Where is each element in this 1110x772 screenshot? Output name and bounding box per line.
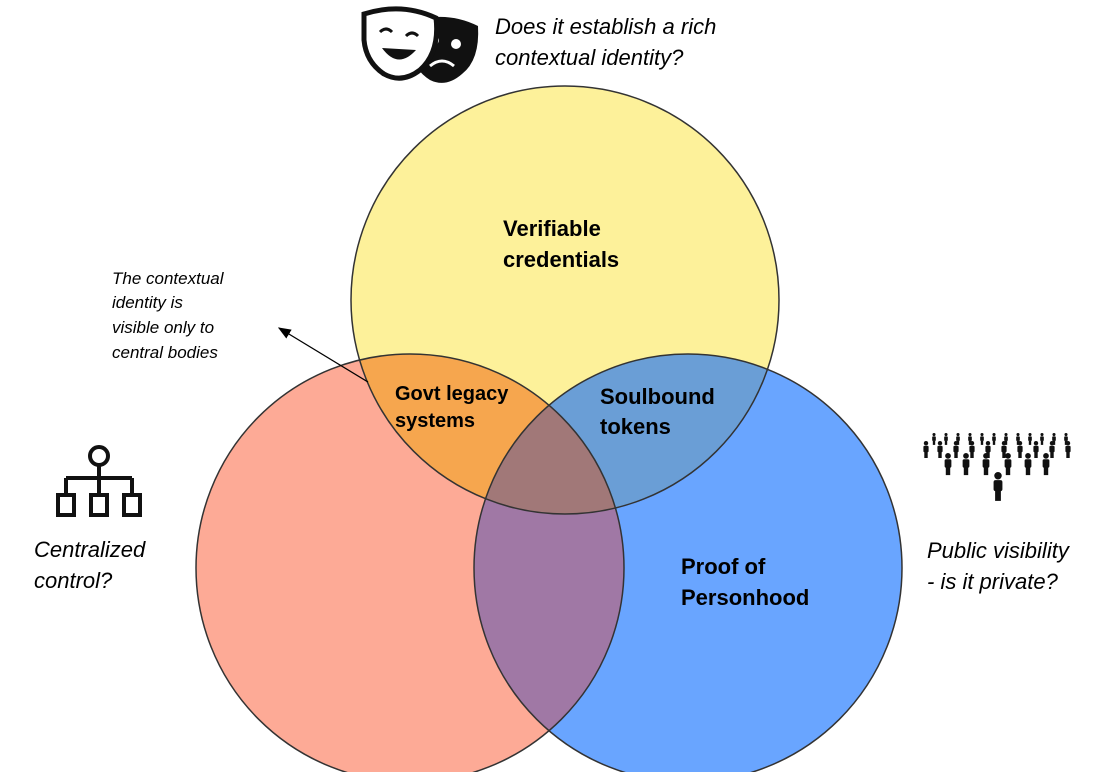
soulbound-label: Soulbound tokens xyxy=(600,384,721,439)
person-figure xyxy=(1028,433,1032,445)
verifiable-outline xyxy=(350,85,780,515)
person-figure xyxy=(953,441,959,458)
crowd-icon xyxy=(923,433,1071,501)
center-overlap xyxy=(474,354,624,514)
theater-masks-icon xyxy=(361,6,479,83)
public-visibility-question: Public visibility - is it private? xyxy=(927,538,1075,594)
person-figure xyxy=(1017,441,1023,458)
person-figure xyxy=(932,433,936,445)
centralized-outline xyxy=(195,353,625,772)
person-figure xyxy=(982,453,990,476)
org-chart-icon xyxy=(56,445,142,517)
person-figure xyxy=(944,433,948,445)
verifiable-credentials-label: Verifiable credentials xyxy=(503,216,619,272)
person-figure xyxy=(923,441,929,458)
identity-question: Does it establish a rich contextual iden… xyxy=(495,14,722,70)
govt-legacy-label: Govt legacy systems xyxy=(395,383,514,432)
person-figure xyxy=(1042,453,1050,476)
person-figure xyxy=(969,441,975,458)
proof-of-personhood-label: Proof of Personhood xyxy=(681,554,809,610)
person-figure xyxy=(1040,433,1044,445)
person-figure xyxy=(944,453,952,476)
person-figure xyxy=(980,433,984,445)
person-figure xyxy=(1049,441,1055,458)
person-figure xyxy=(937,441,943,458)
person-figure xyxy=(1024,453,1032,476)
personhood-outline xyxy=(473,353,903,772)
annotation-note: The contextual identity is visible only … xyxy=(112,269,228,362)
person-figure xyxy=(1065,441,1071,458)
person-figure xyxy=(993,472,1003,501)
centralized-question: Centralized control? xyxy=(34,537,151,593)
person-figure xyxy=(1001,441,1007,458)
person-figure xyxy=(1004,453,1012,476)
person-figure xyxy=(962,453,970,476)
person-figure xyxy=(992,433,996,445)
person-figure xyxy=(1033,441,1039,458)
annotation-arrow xyxy=(277,327,369,383)
